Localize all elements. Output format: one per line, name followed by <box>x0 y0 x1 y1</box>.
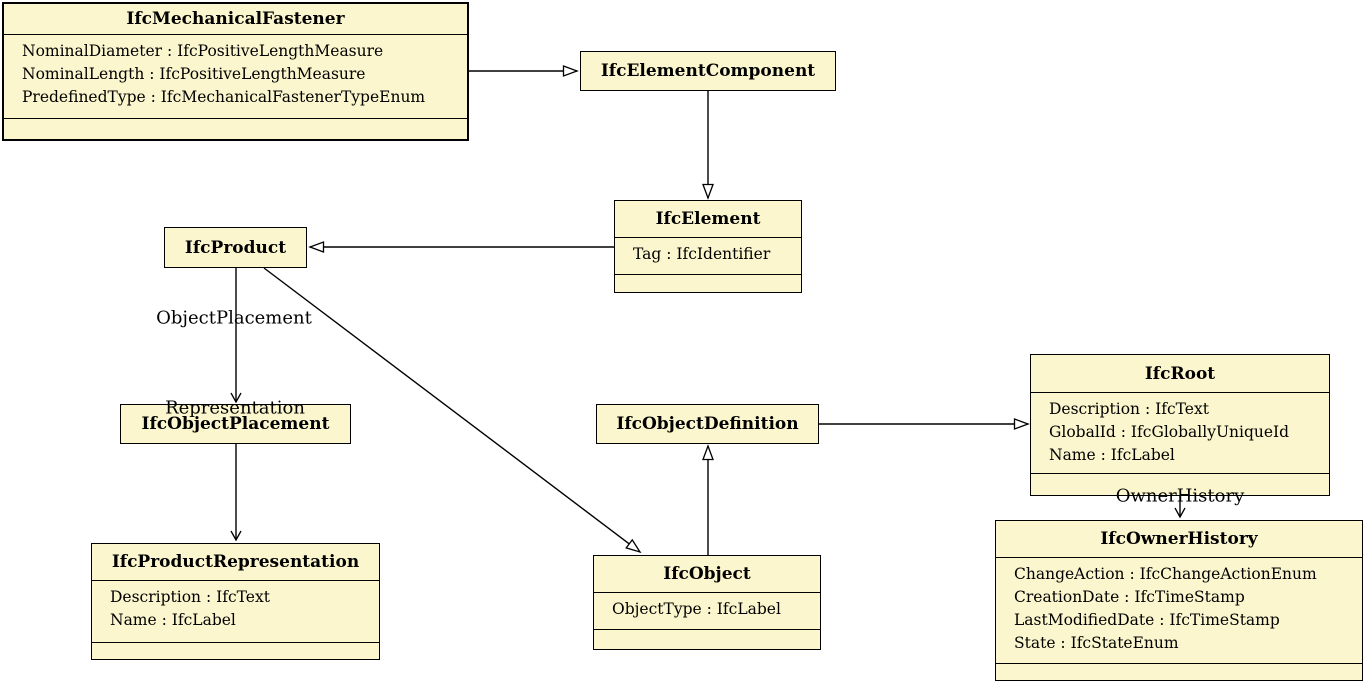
class-attribute: Tag : IfcIdentifier <box>633 245 771 263</box>
class-attribute: NominalLength : IfcPositiveLengthMeasure <box>22 65 366 83</box>
class-operations-empty <box>4 119 467 139</box>
class-attribute: Description : IfcText <box>1049 400 1209 418</box>
class-attribute: ObjectType : IfcLabel <box>612 600 781 618</box>
class-box-ifcobjectplacement: IfcObjectPlacement <box>120 404 351 444</box>
class-attributes: ObjectType : IfcLabel <box>594 593 820 630</box>
class-box-ifcobjectdefinition: IfcObjectDefinition <box>596 404 819 444</box>
class-title: IfcProductRepresentation <box>92 544 379 581</box>
class-box-ifcproduct: IfcProduct <box>164 227 307 268</box>
class-operations-empty <box>615 275 801 292</box>
class-attribute: Description : IfcText <box>110 588 270 606</box>
class-title: IfcMechanicalFastener <box>4 4 467 35</box>
class-attribute: GlobalId : IfcGloballyUniqueId <box>1049 423 1290 441</box>
class-attribute: Name : IfcLabel <box>1049 446 1175 464</box>
class-attribute: ChangeAction : IfcChangeActionEnum <box>1014 565 1317 583</box>
class-attribute: LastModifiedDate : IfcTimeStamp <box>1014 611 1280 629</box>
class-attributes: Tag : IfcIdentifier <box>615 238 801 275</box>
class-attribute: State : IfcStateEnum <box>1014 634 1179 652</box>
class-attribute: NominalDiameter : IfcPositiveLengthMeasu… <box>22 42 384 60</box>
class-title: IfcElementComponent <box>600 61 816 81</box>
class-title: IfcOwnerHistory <box>996 521 1362 558</box>
class-attribute: CreationDate : IfcTimeStamp <box>1014 588 1245 606</box>
edge-label-objectplacement: ObjectPlacement <box>156 307 312 329</box>
class-attributes: NominalDiameter : IfcPositiveLengthMeasu… <box>4 35 467 119</box>
class-box-ifcelementcomponent: IfcElementComponent <box>580 51 836 91</box>
class-title: IfcObjectDefinition <box>616 414 799 434</box>
class-title: IfcObject <box>594 556 820 593</box>
edge-label-ownerhistory: OwnerHistory <box>1115 485 1245 507</box>
class-title: IfcRoot <box>1031 355 1329 393</box>
edge-generalization-ifcproduct-to-ifcobject <box>263 267 642 554</box>
class-title: IfcProduct <box>184 237 287 258</box>
class-operations-empty <box>996 664 1362 680</box>
class-title: IfcElement <box>615 201 801 238</box>
class-operations-empty <box>92 643 379 659</box>
class-attribute: PredefinedType : IfcMechanicalFastenerTy… <box>22 88 426 106</box>
class-title: IfcObjectPlacement <box>141 414 330 434</box>
class-operations-empty <box>594 630 820 649</box>
class-attribute: Name : IfcLabel <box>110 611 236 629</box>
edge-label-representation: Representation <box>165 397 305 419</box>
